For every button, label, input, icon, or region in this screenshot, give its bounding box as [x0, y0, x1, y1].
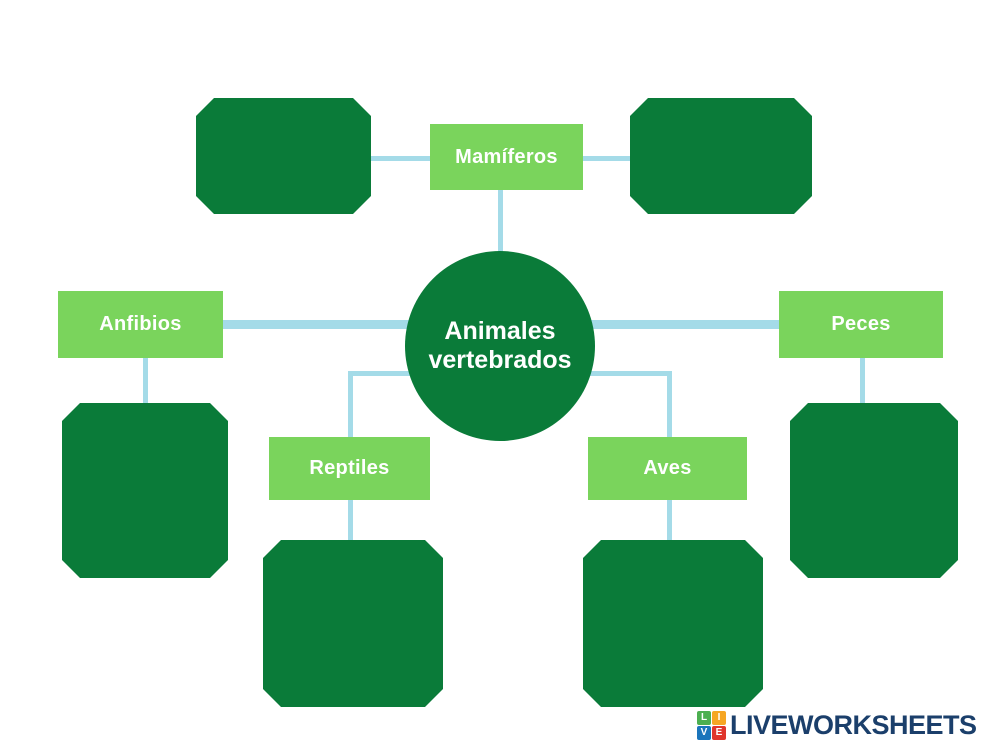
answer-box-reptiles[interactable]	[263, 540, 443, 707]
connector-anfibios-box	[143, 358, 148, 404]
label-box-aves: Aves	[588, 437, 747, 500]
label-text-anfibios: Anfibios	[99, 313, 182, 335]
connector-aves-box	[667, 500, 672, 540]
connector-peces-box	[860, 358, 865, 404]
label-text-mamiferos: Mamíferos	[455, 145, 558, 168]
label-text-peces: Peces	[831, 313, 891, 335]
label-box-anfibios: Anfibios	[58, 291, 223, 358]
answer-box-aves[interactable]	[583, 540, 763, 707]
connector-mamiferos-left	[370, 156, 432, 161]
label-text-aves: Aves	[643, 457, 692, 479]
label-box-reptiles: Reptiles	[269, 437, 430, 500]
answer-box-peces[interactable]	[790, 403, 958, 578]
connector-bracket-aves	[667, 371, 672, 437]
liveworksheets-logo[interactable]: L I V E LIVEWORKSHEETS	[697, 710, 977, 741]
answer-box-mamiferos-left[interactable]	[196, 98, 371, 214]
connector-mamiferos-center	[498, 190, 503, 256]
label-box-mamiferos: Mamíferos	[430, 124, 583, 190]
logo-tile-v: V	[697, 726, 711, 740]
center-node-line2: vertebrados	[428, 346, 572, 374]
logo-tile-l: L	[697, 711, 711, 725]
center-node-text: Animales vertebrados	[428, 317, 571, 376]
center-node-line1: Animales	[444, 316, 556, 345]
answer-box-mamiferos-right[interactable]	[630, 98, 812, 214]
center-node-animales-vertebrados: Animales vertebrados	[405, 251, 595, 441]
connector-center-peces	[580, 320, 780, 329]
connector-reptiles-box	[348, 500, 353, 540]
logo-tile-e: E	[712, 726, 726, 740]
connector-center-anfibios	[222, 320, 422, 329]
logo-wordmark: LIVEWORKSHEETS	[730, 710, 977, 740]
connector-mamiferos-right	[582, 156, 640, 161]
logo-tile-i: I	[712, 711, 726, 725]
label-text-reptiles: Reptiles	[309, 457, 390, 479]
liveworksheets-logo-icon: L I V E	[697, 711, 726, 740]
label-box-peces: Peces	[779, 291, 943, 358]
answer-box-anfibios[interactable]	[62, 403, 228, 578]
connector-bracket-reptiles	[348, 371, 353, 437]
